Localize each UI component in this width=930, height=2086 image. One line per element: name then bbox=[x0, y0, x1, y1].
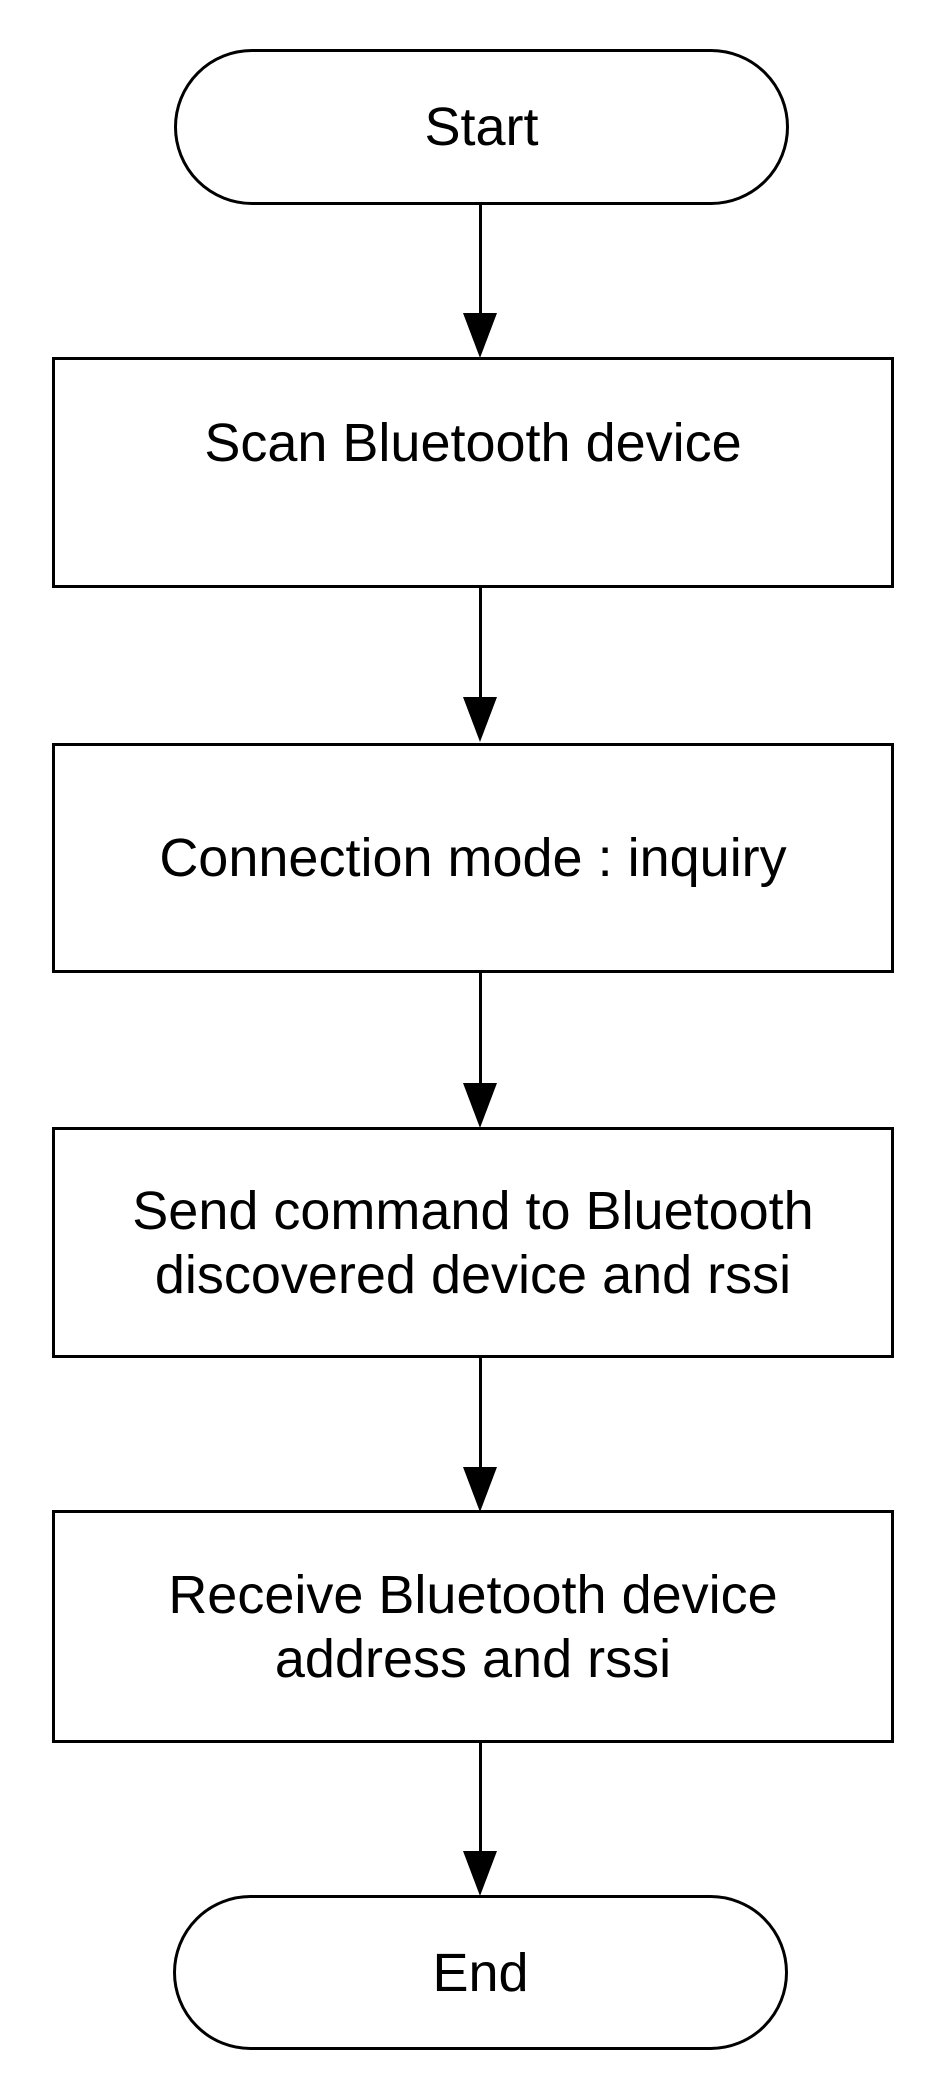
connector-receive-to-end bbox=[463, 1743, 497, 1896]
connector-line bbox=[478, 1358, 482, 1467]
arrow-down-icon bbox=[463, 1083, 497, 1128]
connector-mode-to-send bbox=[463, 973, 497, 1128]
arrow-down-icon bbox=[463, 313, 497, 358]
node-end-label: End bbox=[432, 1942, 529, 2003]
connector-send-to-receive bbox=[463, 1358, 497, 1512]
arrow-down-icon bbox=[463, 1467, 497, 1512]
connector-line bbox=[478, 973, 482, 1083]
arrow-down-icon bbox=[463, 697, 497, 742]
node-start-label: Start bbox=[424, 97, 539, 157]
flowchart-node-end: End bbox=[173, 1895, 788, 2050]
flowchart-node-scan-bluetooth-device: Scan Bluetooth device bbox=[52, 357, 894, 588]
flowchart-node-start: Start bbox=[174, 49, 789, 205]
flowchart-node-send-command: Send command to Bluetooth discovered dev… bbox=[52, 1127, 894, 1358]
connector-line bbox=[478, 588, 482, 697]
node-mode-label: Connection mode : inquiry bbox=[159, 828, 787, 888]
flowchart-node-receive-address: Receive Bluetooth device address and rss… bbox=[52, 1510, 894, 1743]
flowchart-node-connection-mode: Connection mode : inquiry bbox=[52, 743, 894, 973]
connector-line bbox=[478, 1743, 482, 1851]
node-send-label: Send command to Bluetooth discovered dev… bbox=[132, 1180, 814, 1305]
arrow-down-icon bbox=[463, 1851, 497, 1896]
connector-line bbox=[478, 205, 482, 313]
node-receive-label: Receive Bluetooth device address and rss… bbox=[168, 1564, 778, 1689]
connector-scan-to-mode bbox=[463, 588, 497, 742]
node-scan-label: Scan Bluetooth device bbox=[204, 412, 742, 473]
connector-start-to-scan bbox=[463, 205, 497, 358]
